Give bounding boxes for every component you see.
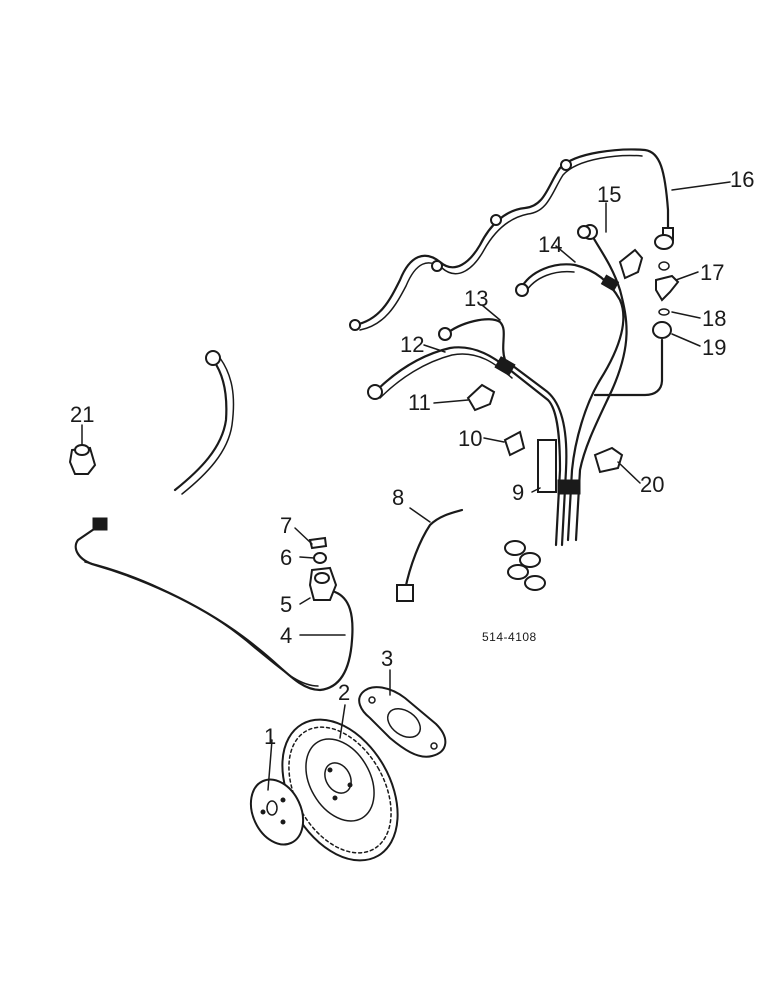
fuel-feed-pipe bbox=[74, 350, 354, 692]
callout-5: 5 bbox=[280, 592, 292, 617]
callout-19: 19 bbox=[702, 335, 726, 360]
callout-1: 1 bbox=[264, 724, 276, 749]
leader-lines bbox=[81, 181, 731, 791]
injector-pipes bbox=[367, 224, 628, 591]
callout-18: 18 bbox=[702, 306, 726, 331]
callout-7: 7 bbox=[280, 513, 292, 538]
callout-4: 4 bbox=[280, 623, 292, 648]
short-pipe bbox=[396, 508, 464, 602]
leak-off-pipe bbox=[349, 148, 674, 331]
callout-11: 11 bbox=[408, 390, 431, 415]
callout-6: 6 bbox=[280, 545, 292, 570]
callout-labels: 1 2 3 4 5 6 7 8 9 10 11 12 13 14 15 16 1… bbox=[70, 167, 754, 749]
callout-10: 10 bbox=[458, 426, 482, 451]
callout-13: 13 bbox=[464, 286, 488, 311]
callout-16: 16 bbox=[730, 167, 754, 192]
union-fittings bbox=[308, 536, 338, 601]
callout-14: 14 bbox=[538, 232, 562, 257]
gear-hub bbox=[249, 778, 305, 846]
callout-3: 3 bbox=[381, 646, 393, 671]
pipe-clamps bbox=[466, 225, 644, 493]
callout-21: 21 bbox=[70, 402, 94, 427]
gasket bbox=[358, 686, 447, 758]
fitting-21 bbox=[68, 444, 97, 475]
banjo-fitting-group bbox=[593, 234, 680, 397]
callout-17: 17 bbox=[700, 260, 724, 285]
callout-9: 9 bbox=[512, 480, 524, 505]
callout-15: 15 bbox=[597, 182, 621, 207]
callout-20: 20 bbox=[640, 472, 664, 497]
drawing-code: 514-4108 bbox=[482, 630, 537, 644]
callout-8: 8 bbox=[392, 485, 404, 510]
callout-2: 2 bbox=[338, 680, 350, 705]
callout-12: 12 bbox=[400, 332, 424, 357]
